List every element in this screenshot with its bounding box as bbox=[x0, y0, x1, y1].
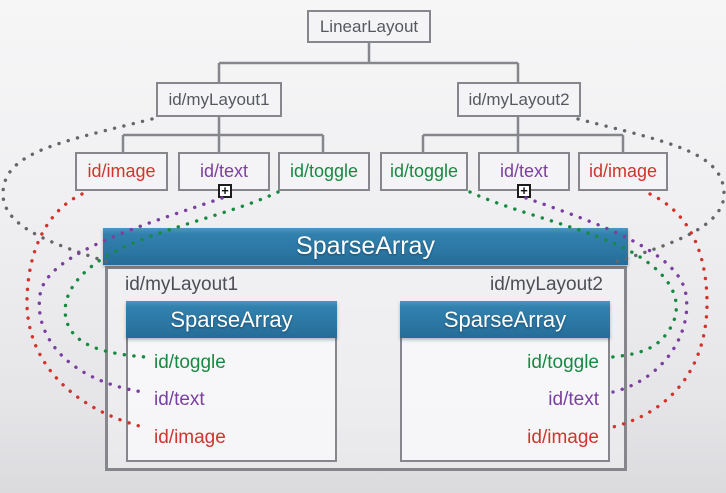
inner-sparsearray-right-entries: id/toggle id/text id/image bbox=[402, 340, 608, 460]
tree-node-mylayout2: id/myLayout2 bbox=[457, 82, 581, 117]
tree-node-root: LinearLayout bbox=[307, 10, 431, 43]
entry-text-left: id/text bbox=[154, 389, 205, 410]
expand-plus-icon-right: + bbox=[517, 184, 531, 198]
group-key-mylayout1: id/myLayout1 bbox=[125, 274, 239, 295]
expand-plus-icon-left: + bbox=[218, 184, 232, 198]
inner-sparsearray-left-entries: id/toggle id/text id/image bbox=[128, 340, 335, 460]
inner-sparsearray-left: SparseArray id/toggle id/text id/image bbox=[126, 301, 337, 462]
inner-sparsearray-right-header: SparseArray bbox=[400, 301, 610, 338]
tree-node-mylayout1: id/myLayout1 bbox=[156, 82, 282, 117]
entry-text-right: id/text bbox=[548, 389, 599, 410]
outer-sparsearray-header: SparseArray bbox=[103, 228, 628, 265]
tree-leaf-toggle-right: id/toggle bbox=[380, 152, 468, 191]
entry-image-left: id/image bbox=[154, 426, 226, 448]
tree-leaf-image-left: id/image bbox=[75, 152, 168, 191]
tree-leaf-toggle-left: id/toggle bbox=[278, 152, 370, 191]
entry-toggle-left: id/toggle bbox=[154, 351, 226, 373]
group-key-mylayout2: id/myLayout2 bbox=[489, 274, 603, 295]
entry-toggle-right: id/toggle bbox=[527, 351, 599, 373]
inner-sparsearray-left-header: SparseArray bbox=[126, 301, 337, 338]
inner-sparsearray-right: SparseArray id/toggle id/text id/image bbox=[400, 301, 610, 462]
entry-image-right: id/image bbox=[527, 426, 599, 448]
tree-leaf-image-right: id/image bbox=[578, 152, 668, 191]
